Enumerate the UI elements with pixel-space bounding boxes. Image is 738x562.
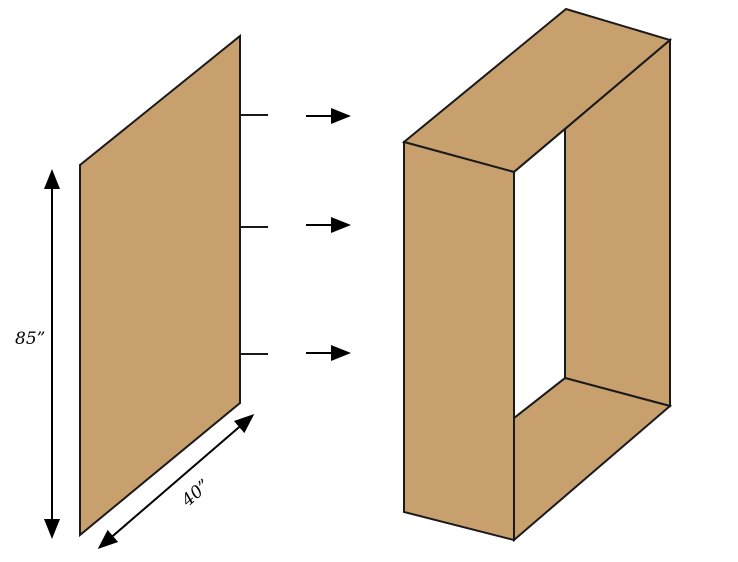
double-headed-arrow-icon — [97, 414, 255, 549]
height-label: 85” — [15, 329, 45, 349]
box-bottom-face — [513, 376, 673, 543]
box-left-face — [403, 140, 515, 542]
assembled-box — [401, 7, 673, 543]
width-dimension-arrow — [97, 414, 255, 549]
box-opening — [513, 126, 566, 421]
width-label: 40” — [177, 476, 214, 512]
flat-panel — [79, 33, 241, 538]
